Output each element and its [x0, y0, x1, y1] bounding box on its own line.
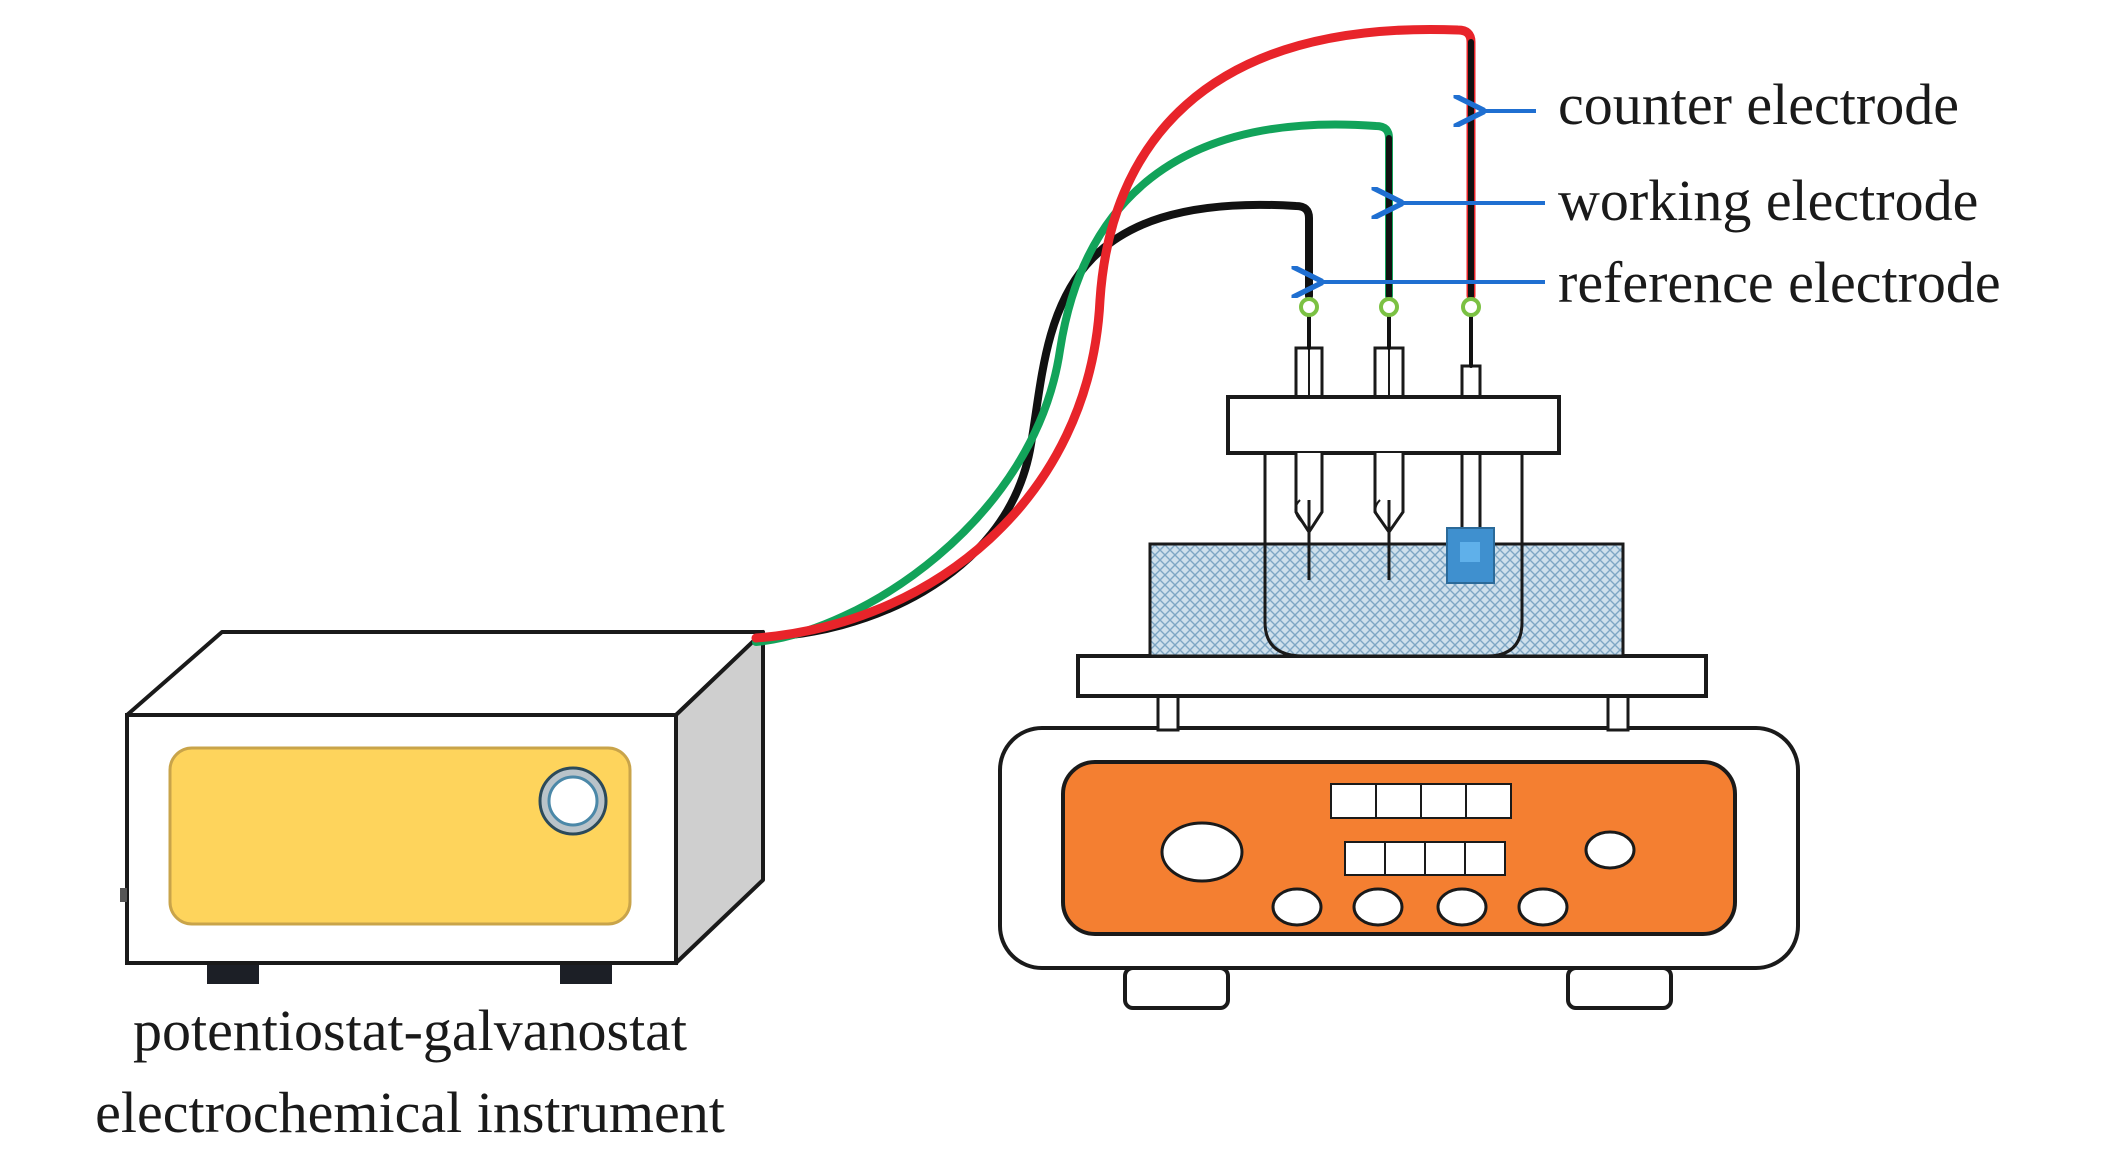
instrument-side-tab [120, 888, 127, 902]
counter-electrode-label: counter electrode [1558, 72, 1959, 137]
stirrer-top-plate [1076, 654, 1708, 698]
counter-electrode-top [1460, 364, 1482, 399]
working-wire [752, 120, 1393, 646]
instrument-label-line1: potentiostat-galvanostat [133, 998, 687, 1063]
plate-post-right [1606, 693, 1630, 732]
stirrer-foot-right [1566, 966, 1673, 1010]
electrolyte-cell [1148, 450, 1625, 658]
cell-cap [1226, 395, 1561, 455]
instrument-front-panel [168, 746, 632, 926]
oval-dial-icon [1160, 821, 1244, 883]
potentiostat-instrument [120, 630, 765, 984]
electrolyte-solution [1148, 542, 1625, 658]
reference-clip [1299, 297, 1319, 317]
electrode-holder [1226, 346, 1561, 584]
working-clip [1379, 297, 1399, 317]
working-electrode-label: working electrode [1558, 168, 1978, 233]
stirrer-buttons [1271, 887, 1569, 927]
stirrer-foot-left [1123, 966, 1230, 1010]
magnetic-stirrer [998, 654, 1800, 1010]
instrument-top-face [125, 630, 765, 717]
stirrer-display-top [1330, 783, 1512, 819]
beaker [1263, 450, 1524, 658]
label-arrows [1318, 111, 1545, 282]
stirrer-small-button [1584, 830, 1636, 870]
counter-clip [1461, 297, 1481, 317]
reference-electrode-label: reference electrode [1558, 250, 2001, 315]
counter-wire [751, 24, 1476, 643]
instrument-label-line2: electrochemical instrument [95, 1080, 725, 1145]
connector-clips [1299, 297, 1481, 317]
plate-post-left [1156, 693, 1180, 732]
stirrer-display-bottom [1344, 841, 1506, 876]
circle-knob-icon [538, 766, 608, 836]
